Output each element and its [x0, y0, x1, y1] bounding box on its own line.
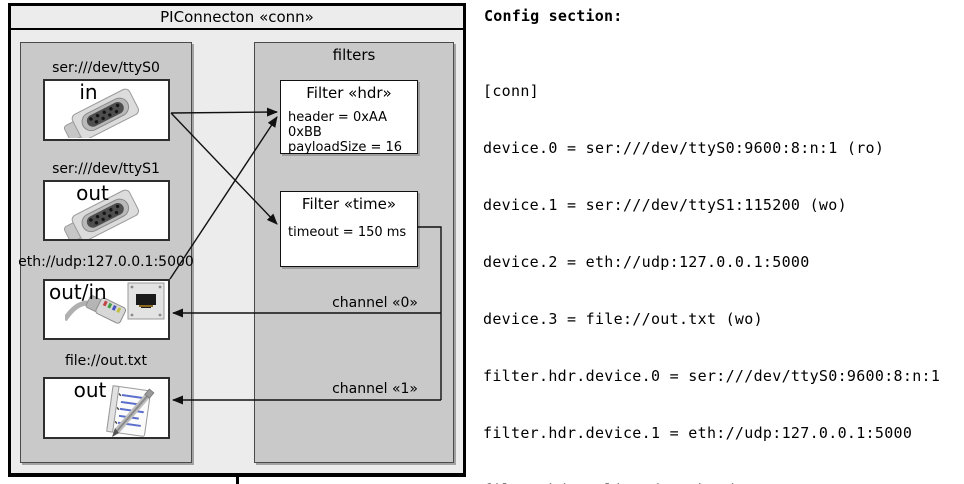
device-label-ttys0: ser:///dev/ttyS0	[52, 60, 160, 76]
device-box-file: out	[43, 377, 170, 439]
ethernet-plug-icon	[65, 295, 127, 324]
channel-0-label: channel «0»	[332, 295, 418, 311]
device-label-eth: eth://udp:127.0.0.1:5000	[18, 254, 194, 270]
diagram-title: PIConnecton «conn»	[11, 6, 463, 30]
piconnecton-frame: PIConnecton «conn» ser:///dev/ttyS0 in	[8, 3, 466, 477]
filter-time-attr-timeout: timeout = 150 ms	[288, 225, 407, 240]
device-box-ttys1: out	[43, 180, 170, 241]
device-direction: out/in	[49, 280, 107, 304]
ethernet-port-icon	[127, 282, 165, 320]
device-box-eth: out/in	[43, 279, 170, 340]
pencil-icon	[112, 388, 155, 437]
serial-connector-icon	[63, 189, 139, 239]
config-line: device.0 = ser:///dev/ttyS0:9600:8:n:1 (…	[483, 139, 885, 157]
device-label-ttys1: ser:///dev/ttyS1	[52, 161, 160, 177]
config-body: [conn] device.0 = ser:///dev/ttyS0:9600:…	[483, 44, 950, 484]
config-line: filter.hdr.splitMode = header	[483, 481, 950, 484]
filter-hdr-box: Filter «hdr» header = 0xAA 0xBB payloadS…	[280, 80, 418, 155]
devices-group: ser:///dev/ttyS0 in ser	[18, 42, 194, 463]
filter-hdr-attr-payloadsize: payloadSize = 16	[288, 140, 403, 155]
filters-group: filters Filter «hdr» header = 0xAA 0xBB …	[254, 42, 454, 463]
filter-hdr-attr-header: header = 0xAA 0xBB	[288, 110, 388, 140]
config-line: device.2 = eth://udp:127.0.0.1:5000	[483, 253, 810, 271]
config-line: [conn]	[483, 82, 539, 100]
config-line: device.3 = file://out.txt (wo)	[483, 310, 763, 328]
config-line: device.1 = ser:///dev/ttyS1:115200 (wo)	[483, 196, 847, 214]
bottom-tick	[236, 477, 239, 484]
config-line: filter.hdr.device.1 = eth://udp:127.0.0.…	[483, 424, 913, 442]
serial-connector-icon	[63, 88, 139, 138]
filter-hdr-title: Filter «hdr»	[306, 84, 392, 102]
filter-time-title: Filter «time»	[301, 195, 397, 213]
device-direction: out	[76, 181, 109, 205]
device-direction: in	[79, 80, 98, 104]
channel-1-label: channel «1»	[332, 381, 418, 397]
device-box-ttys0: in	[43, 79, 170, 141]
filters-group-title: filters	[332, 46, 376, 64]
device-label-file: file://out.txt	[64, 353, 148, 369]
notepad-icon	[106, 385, 155, 437]
config-heading: Config section:	[484, 7, 623, 25]
device-direction: out	[73, 378, 107, 402]
config-line: filter.hdr.device.0 = ser:///dev/ttyS0:9…	[483, 367, 941, 385]
filter-time-box: Filter «time» timeout = 150 ms	[280, 191, 418, 267]
